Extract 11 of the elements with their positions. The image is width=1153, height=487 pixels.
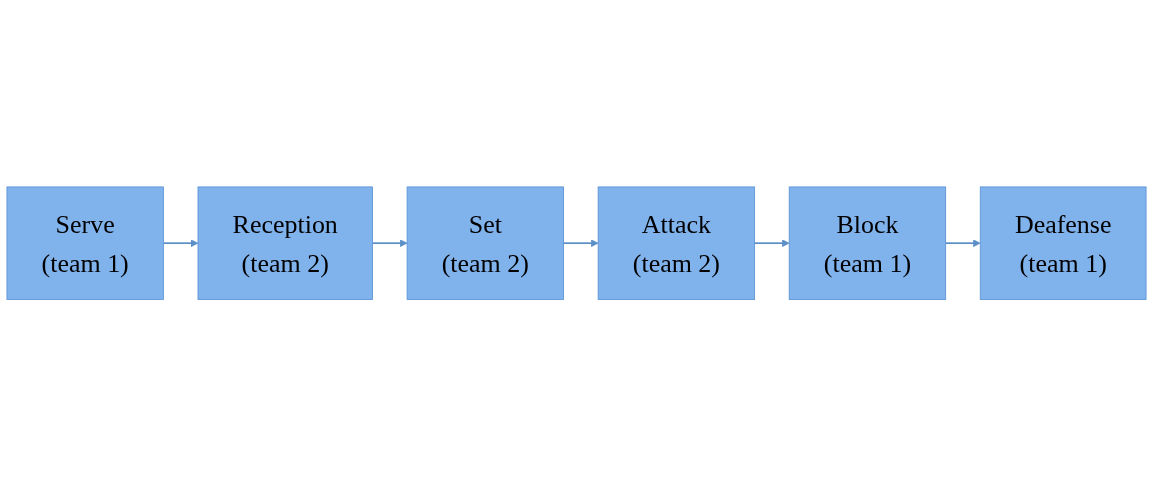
node-box: Reception (team 2) <box>197 186 373 301</box>
arrow <box>753 239 790 248</box>
node-box: Attack (team 2) <box>597 186 756 301</box>
arrow <box>944 239 981 248</box>
arrow <box>162 239 199 248</box>
node-box: Serve (team 1) <box>6 186 164 301</box>
arrow <box>562 239 599 248</box>
node-box: Deafense (team 1) <box>979 186 1147 301</box>
arrow <box>371 239 408 248</box>
node-box: Block (team 1) <box>788 186 947 301</box>
node-box: Set (team 2) <box>406 186 564 301</box>
